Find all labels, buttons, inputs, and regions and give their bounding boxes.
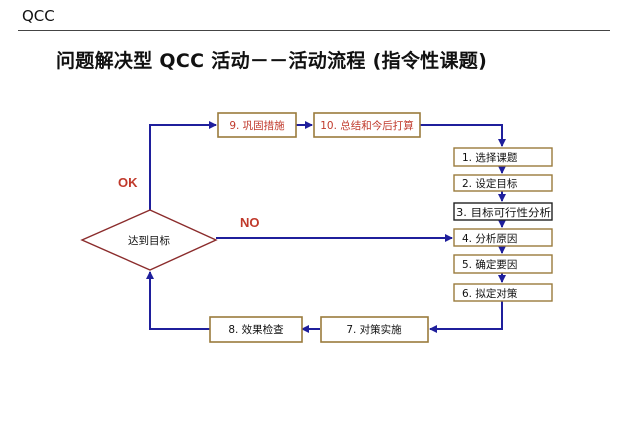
connector-6-7 — [429, 301, 503, 333]
connector-10-1 — [420, 124, 506, 147]
step-5-label: 5. 确定要因 — [462, 258, 517, 271]
step-4-box — [453, 228, 553, 247]
connectors — [146, 121, 506, 333]
step-6-box — [453, 283, 553, 302]
decision-label: 达到目标 — [128, 235, 170, 247]
branch-no-label: NO — [240, 215, 260, 230]
branch-ok-label: OK — [118, 175, 138, 190]
step-8-box — [209, 316, 303, 343]
step-7-box — [320, 316, 429, 343]
step-4-label: 4. 分析原因 — [462, 232, 517, 245]
step-2-label: 2. 设定目标 — [462, 177, 518, 190]
step-9-box — [217, 112, 297, 138]
header-divider — [18, 30, 610, 31]
step-8-label: 8. 效果检查 — [228, 323, 284, 336]
step-1-label: 1. 选择课题 — [462, 151, 518, 164]
step-10-box — [313, 112, 421, 138]
step-1-box — [453, 147, 553, 167]
step-9-label: 9. 巩固措施 — [229, 119, 285, 132]
connector-ok — [149, 121, 217, 214]
step-3-box — [453, 202, 553, 221]
step-10-label: 10. 总结和今后打算 — [320, 119, 414, 132]
step-2-box — [453, 174, 553, 192]
section-label: QCC — [22, 7, 55, 25]
step-5-box — [453, 254, 553, 274]
slide-title: 问题解决型 QCC 活动－－活动流程 (指令性课题) — [56, 50, 488, 72]
step-7-label: 7. 对策实施 — [346, 323, 402, 336]
connector-8-decision — [146, 271, 210, 330]
step-3-label: 3. 目标可行性分析 — [456, 206, 552, 219]
step-6-label: 6. 拟定对策 — [462, 287, 518, 300]
decision-diamond — [80, 209, 218, 271]
